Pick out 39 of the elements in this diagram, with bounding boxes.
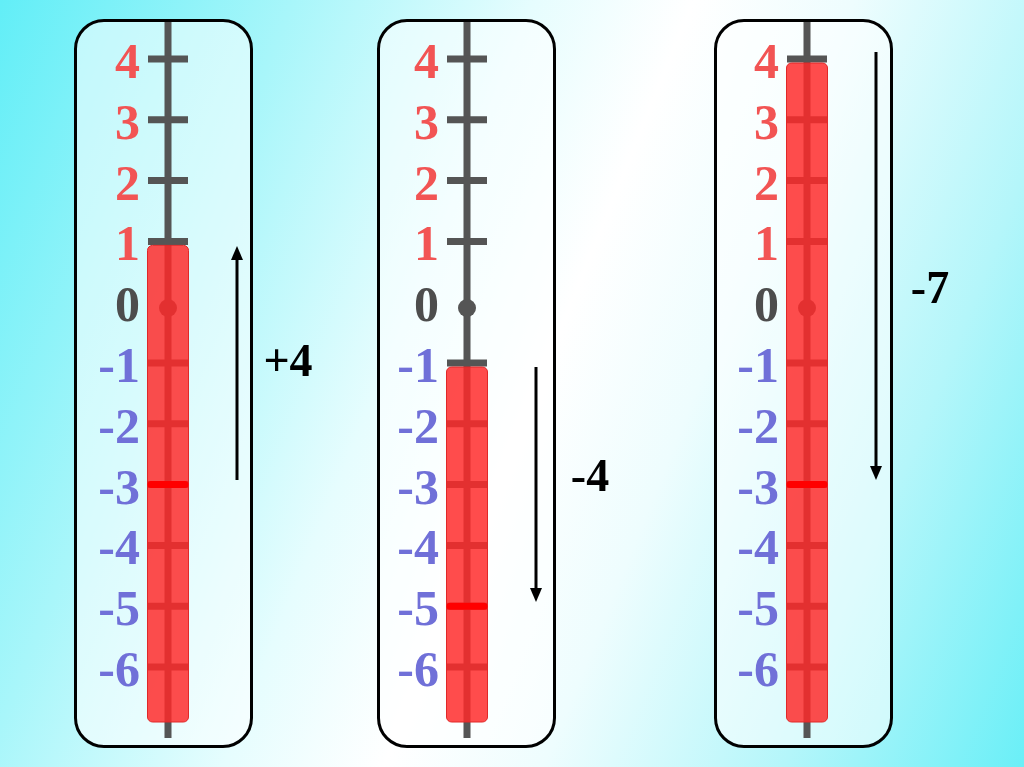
scale-number: -6 xyxy=(98,644,140,694)
change-label: +4 xyxy=(263,338,313,384)
scale-number: 0 xyxy=(115,279,140,330)
scale-number: -3 xyxy=(737,461,779,512)
thermometer-panel xyxy=(74,19,253,748)
change-label: -4 xyxy=(570,453,610,499)
scale-number: 4 xyxy=(754,36,779,86)
scale-number: 3 xyxy=(115,96,140,147)
scale-number: -6 xyxy=(397,644,439,694)
scale-number: 1 xyxy=(414,218,439,269)
scale-number: -1 xyxy=(397,340,439,390)
scale-number: 1 xyxy=(754,218,779,269)
scale-number: 3 xyxy=(754,96,779,147)
scale-number: -1 xyxy=(737,340,779,390)
thermometer-panel xyxy=(377,19,556,748)
scale-number: 0 xyxy=(754,279,779,330)
scale-number: -3 xyxy=(397,461,439,512)
scale-number: 2 xyxy=(414,157,439,208)
scale-number: -3 xyxy=(98,461,140,512)
scale-number: 4 xyxy=(115,36,140,86)
scale-number: 3 xyxy=(414,96,439,147)
thermometer-panel xyxy=(714,19,893,748)
change-label: -7 xyxy=(910,265,950,311)
scale-number: -6 xyxy=(737,644,779,694)
scale-number: -2 xyxy=(397,400,439,451)
scale-number: -4 xyxy=(98,522,140,573)
scale-number: -1 xyxy=(98,340,140,390)
scale-number: -5 xyxy=(737,583,779,634)
scale-number: -4 xyxy=(397,522,439,573)
scale-number: -4 xyxy=(737,522,779,573)
scale-number: 0 xyxy=(414,279,439,330)
scale-number: -5 xyxy=(397,583,439,634)
scale-number: -5 xyxy=(98,583,140,634)
scale-number: -2 xyxy=(737,400,779,451)
scale-number: 2 xyxy=(115,157,140,208)
scale-number: 1 xyxy=(115,218,140,269)
scale-number: 2 xyxy=(754,157,779,208)
scale-number: -2 xyxy=(98,400,140,451)
scale-number: 4 xyxy=(414,36,439,86)
